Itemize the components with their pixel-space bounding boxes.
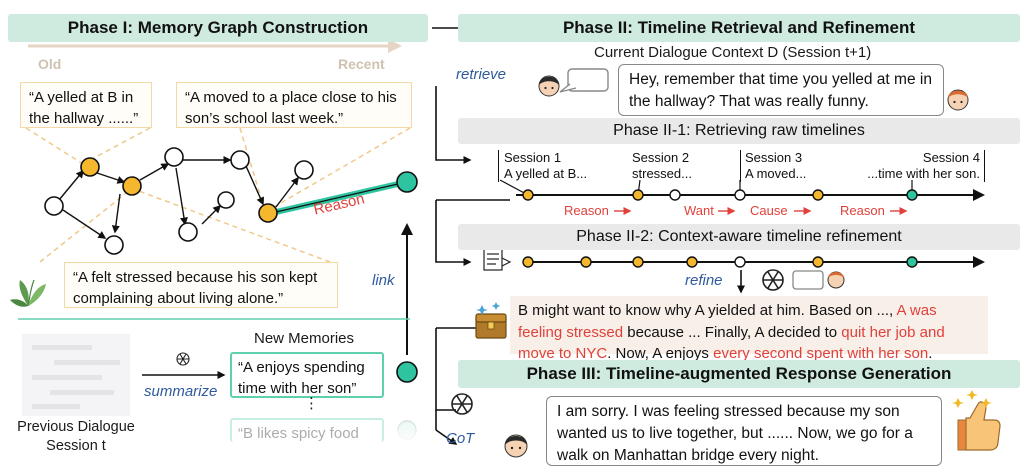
previous-session-label: Previous Dialogue Session t bbox=[17, 419, 135, 454]
node bbox=[217, 191, 235, 209]
relation-label: Reason bbox=[564, 203, 609, 218]
timeline-doc-icon bbox=[483, 247, 512, 271]
boy-face-icon bbox=[827, 271, 845, 289]
relation-label: Want bbox=[684, 203, 714, 218]
phase2-1-title: Phase II-1: Retrieving raw timelines bbox=[458, 118, 1020, 144]
quote-connectors bbox=[25, 127, 411, 263]
memory-node-teal bbox=[396, 361, 418, 383]
memory-quote: “A yelled at B in the hallway ......” bbox=[20, 82, 152, 128]
memory-ellipsis: ⋮ bbox=[304, 395, 319, 412]
new-memories-label: New Memories bbox=[254, 330, 355, 347]
thumbs-up-icon bbox=[952, 390, 1001, 451]
new-memory-item: “A enjoys spending time with her son” bbox=[230, 352, 384, 398]
node bbox=[178, 222, 198, 242]
cot-path bbox=[435, 328, 456, 411]
node-teal bbox=[396, 171, 418, 193]
timeline-2-nodes bbox=[522, 256, 918, 268]
node bbox=[44, 196, 64, 216]
user-message-bubble: Hey, remember that time you yelled at me… bbox=[618, 64, 944, 116]
relation-label: Cause bbox=[750, 203, 788, 218]
link-label: link bbox=[372, 272, 395, 289]
graph-edges bbox=[58, 156, 299, 239]
response-bubble: I am sorry. I was feeling stressed becau… bbox=[546, 396, 942, 466]
timeline-1-nodes bbox=[522, 189, 918, 201]
context-label: Current Dialogue Context D (Session t+1) bbox=[594, 44, 872, 61]
graph-nodes bbox=[44, 147, 418, 255]
girl-face-icon bbox=[504, 434, 528, 458]
node-yellow bbox=[122, 176, 142, 196]
boy-face-icon bbox=[947, 89, 969, 111]
girl-face-icon bbox=[538, 75, 560, 97]
node bbox=[104, 235, 124, 255]
gpt-icon bbox=[176, 352, 190, 366]
cot-label: CoT bbox=[446, 430, 475, 447]
node-yellow bbox=[258, 203, 278, 223]
bubble-icon-small bbox=[559, 68, 609, 93]
timeline-1-connectors bbox=[499, 179, 913, 196]
previous-dialogue-thumbnail bbox=[22, 334, 130, 416]
phase1-title: Phase I: Memory Graph Construction bbox=[8, 14, 428, 42]
phase2-2-title: Phase II-2: Context-aware timeline refin… bbox=[458, 224, 1020, 250]
old-label: Old bbox=[38, 56, 62, 72]
plant-icon bbox=[10, 279, 46, 307]
phase2-title: Phase II: Timeline Retrieval and Refinem… bbox=[458, 14, 1020, 42]
retrieve-path bbox=[435, 86, 472, 164]
relation-label: Reason bbox=[840, 203, 885, 218]
node bbox=[230, 150, 250, 170]
node-yellow bbox=[80, 157, 100, 177]
recent-label: Recent bbox=[338, 56, 385, 72]
gpt-icon bbox=[762, 269, 784, 291]
treasure-chest-icon bbox=[475, 302, 507, 339]
node bbox=[294, 160, 314, 180]
refine-label: refine bbox=[685, 272, 723, 289]
gpt-icon bbox=[451, 393, 473, 415]
refine-path bbox=[435, 200, 472, 266]
session-label: Session 4...time with her son. bbox=[867, 150, 980, 181]
memory-quote: “A felt stressed because his son kept co… bbox=[64, 262, 338, 308]
node bbox=[164, 147, 184, 167]
memory-quote: “A moved to a place close to his son’s s… bbox=[176, 82, 412, 128]
new-memory-item: “B likes spicy food bbox=[230, 418, 384, 442]
bubble-icon-small bbox=[792, 270, 824, 290]
refined-timeline-text: B might want to know why A yielded at hi… bbox=[510, 296, 988, 362]
retrieve-label: retrieve bbox=[456, 66, 507, 83]
phase3-title: Phase III: Timeline-augmented Response G… bbox=[458, 360, 1020, 388]
summarize-label: summarize bbox=[144, 383, 218, 400]
